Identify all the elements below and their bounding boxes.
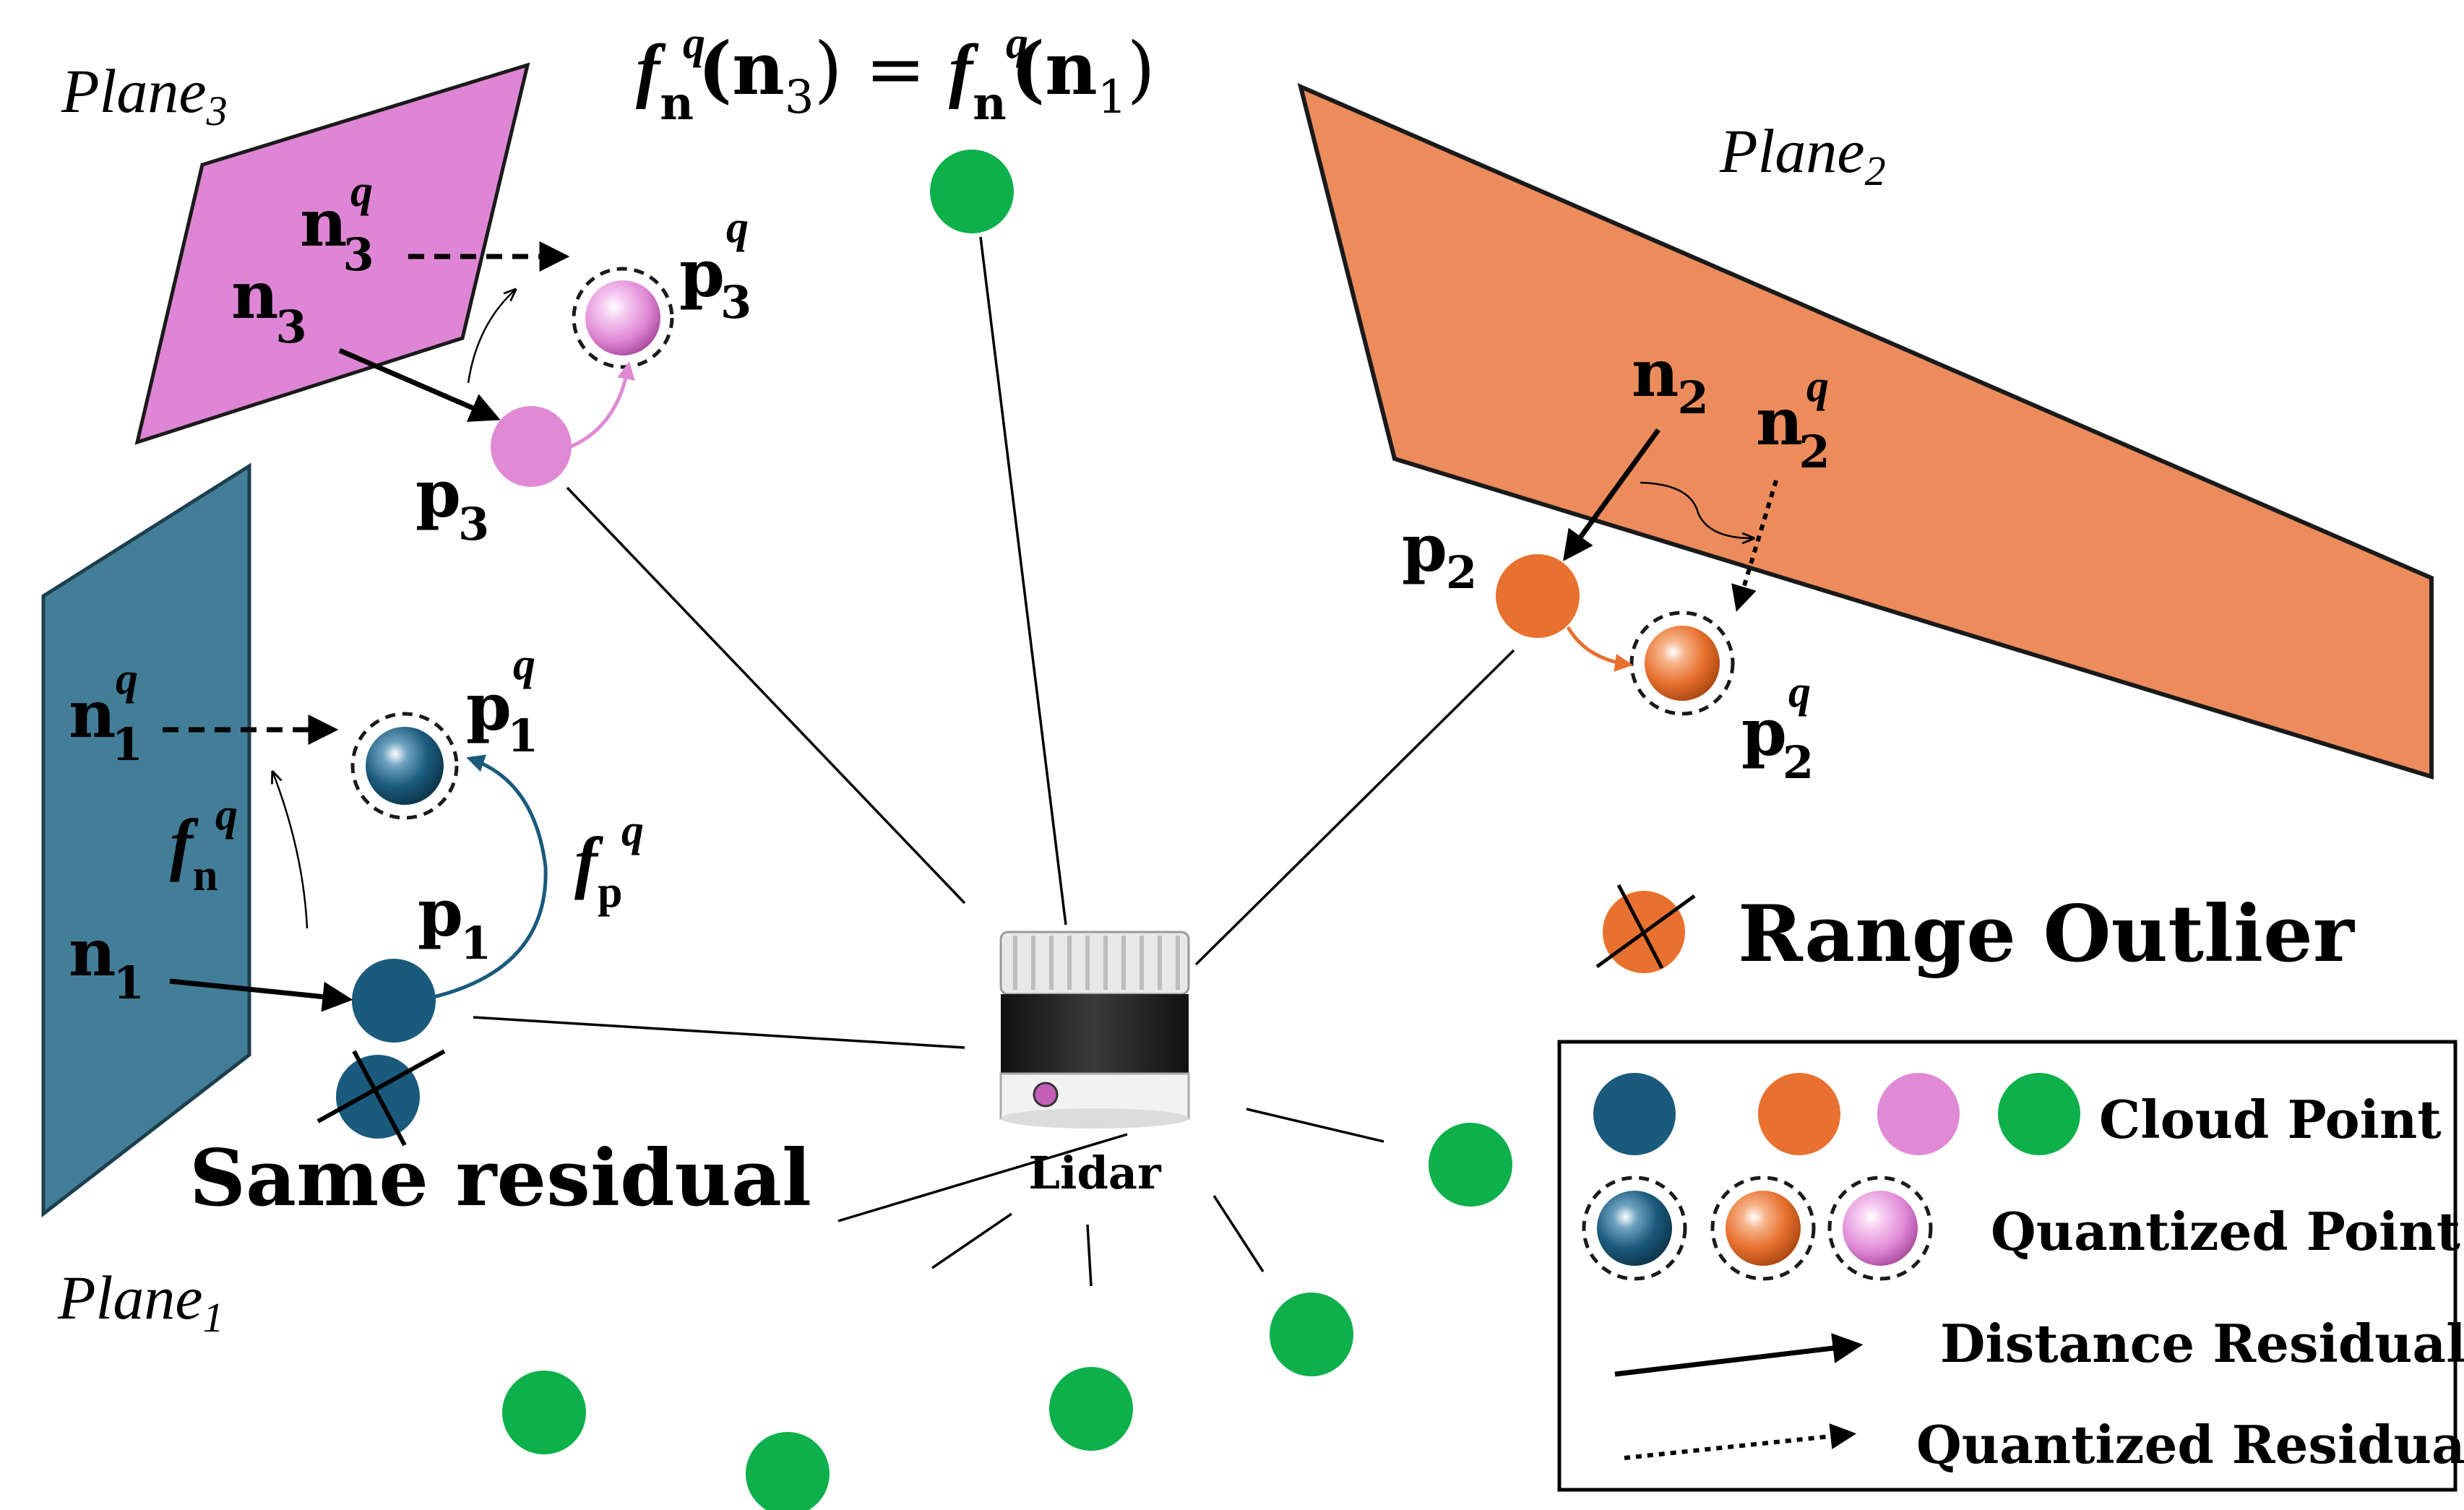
fp-quantize-arrow — [433, 754, 548, 999]
lidar-icon — [999, 931, 1190, 1129]
green-point — [746, 1432, 830, 1510]
label-n3: n3 — [231, 257, 307, 353]
label-p3: p3 — [415, 456, 489, 551]
distance-residual-n3 — [338, 348, 501, 422]
green-point — [1429, 1123, 1512, 1207]
plane-1-label: Plane1 — [57, 1263, 224, 1341]
range-outlier-cross-2 — [1616, 884, 1664, 970]
plane-3 — [134, 62, 530, 445]
cloud-point-p3 — [491, 406, 572, 487]
label-fp-q: fp — [574, 823, 622, 917]
cloud-point-p2 — [1496, 554, 1580, 638]
green-points — [502, 150, 1512, 1510]
orange-quantize-arrow — [1566, 626, 1633, 672]
label-p3q-sup: q — [726, 203, 749, 252]
green-point — [502, 1371, 586, 1454]
distance-residual-n1 — [169, 978, 353, 1012]
label-n1q-sup: q — [116, 655, 138, 704]
legend-quantized-ring-orange — [1710, 1175, 1816, 1281]
distance-residual-n2 — [1563, 428, 1660, 561]
label-n2q-sup: q — [1806, 362, 1829, 411]
cloud-point-p1 — [352, 959, 436, 1043]
plane-1 — [41, 462, 251, 1218]
thin-arrow-p2 — [1640, 481, 1752, 538]
legend-quantized-pink — [1843, 1191, 1918, 1266]
label-p1: p1 — [418, 875, 491, 970]
quantized-point-p2 — [1645, 626, 1720, 701]
lidar-label: Lidar — [1028, 1147, 1162, 1199]
label-n2: n2 — [1632, 335, 1709, 424]
label-p2q-sup: q — [1788, 668, 1811, 717]
label-n1q: n1 — [69, 676, 143, 771]
legend-quantized-ring-pink — [1827, 1175, 1933, 1281]
label-n3q: n3 — [300, 185, 374, 281]
quantized-ring-p1 — [350, 712, 459, 820]
legend-cloud-green — [1998, 1073, 2080, 1155]
green-point — [930, 150, 1014, 233]
legend-cloud-orange — [1758, 1073, 1840, 1155]
legend-quantized-ring-blue — [1582, 1175, 1687, 1281]
label-p2: p2 — [1402, 510, 1477, 599]
legend-quantized-blue — [1597, 1191, 1672, 1266]
label-n1: n1 — [69, 915, 145, 1009]
thin-arrow-p3 — [467, 290, 514, 384]
label-fp-q-sup: q — [621, 806, 644, 855]
thin-arrow-fn — [273, 773, 309, 929]
quantized-point-p1 — [366, 727, 444, 805]
same-residual-label: Same residual — [189, 1133, 811, 1224]
outlier-cross-2 — [352, 1050, 407, 1147]
quantized-point-p3 — [585, 280, 660, 355]
legend-cloud-point-label: Cloud Point — [2099, 1089, 2442, 1150]
legend-quantized-arrow — [1624, 1423, 1857, 1460]
range-outlier-cross-1 — [1595, 894, 1696, 969]
legend-cloud-blue — [1593, 1073, 1676, 1155]
legend-quantized-residual-label: Quantized Residual — [1916, 1414, 2464, 1475]
label-p2q: p2 — [1741, 694, 1814, 789]
svg-text:q: q — [683, 19, 705, 68]
legend-quantized-point-label: Quantized Point — [1991, 1201, 2460, 1262]
legend-quantized-orange — [1726, 1191, 1801, 1266]
label-n2q: n2 — [1756, 384, 1830, 478]
legend-distance-residual-label: Distance Residual — [1940, 1313, 2464, 1374]
svg-text:q: q — [1006, 19, 1028, 68]
plane-3-label: Plane3 — [61, 56, 228, 134]
legend-cloud-pink — [1877, 1073, 1960, 1155]
label-p1q-sup: q — [513, 640, 535, 689]
legend-distance-arrow — [1614, 1333, 1864, 1377]
top-equation: fn(n3) = fn(n1) q q — [636, 19, 1155, 131]
green-point — [1049, 1367, 1133, 1451]
range-outlier-label: Range Outlier — [1738, 889, 2356, 980]
green-point — [1270, 1293, 1353, 1376]
outlier-cross-1 — [316, 1049, 446, 1123]
lidar-rays — [473, 236, 1515, 1287]
svg-text:fn(n3) = fn(n1): fn(n3) = fn(n1) — [636, 26, 1155, 131]
plane-2-label: Plane2 — [1719, 116, 1886, 194]
label-p1q: p1 — [466, 669, 538, 762]
label-fn-q-sup: q — [215, 790, 238, 840]
label-p3q: p3 — [679, 236, 751, 329]
pink-quantize-arrow — [570, 361, 635, 449]
plane-2 — [1297, 82, 2434, 780]
label-n3q-sup: q — [350, 167, 373, 216]
